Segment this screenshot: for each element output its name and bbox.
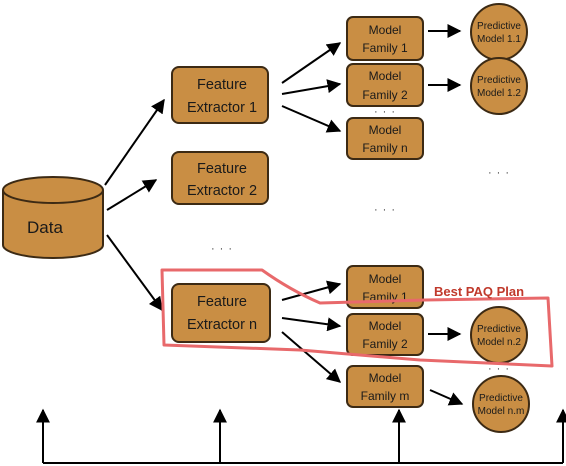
predictive-model-1-2: Predictive Model 1.2 xyxy=(470,57,528,115)
ellipsis-middle: · · · xyxy=(374,204,396,216)
arrow-data-to-fe1 xyxy=(104,98,165,186)
arrow-fe1-to-mf1 xyxy=(281,42,342,84)
arrow-fen-to-mf2 xyxy=(281,317,342,332)
data-node: Data xyxy=(2,176,104,259)
pm12-line2: Model 1.2 xyxy=(477,88,521,99)
arrow-data-to-fe2 xyxy=(106,179,158,211)
mfb2-line1: Model xyxy=(369,319,402,333)
mfbm-line2: Family m xyxy=(361,389,410,403)
mfb2-line2: Family 2 xyxy=(362,337,408,351)
pmnm-line2: Model n.m xyxy=(478,406,525,417)
fen-line2: Extractor n xyxy=(187,317,257,333)
model-family-top-2: Model Family 2 xyxy=(346,63,424,107)
fe2-line1: Feature xyxy=(197,161,247,177)
pm12-line1: Predictive xyxy=(477,75,521,86)
arrow-fen-to-mfm xyxy=(281,331,342,383)
pmnm-line1: Predictive xyxy=(479,393,523,404)
model-family-top-n: Model Family n xyxy=(346,117,424,160)
mft2-line1: Model xyxy=(369,69,402,83)
predictive-model-n-2: Predictive Model n.2 xyxy=(470,306,528,364)
pmn2-line1: Predictive xyxy=(477,324,521,335)
data-label: Data xyxy=(27,218,63,237)
fe1-line2: Extractor 1 xyxy=(187,100,257,116)
arrow-mfm-to-pmnm xyxy=(429,389,464,406)
ellipsis-top-models: · · · xyxy=(488,167,510,179)
feature-extractor-n: Feature Extractor n xyxy=(171,283,271,343)
model-family-bottom-2: Model Family 2 xyxy=(346,313,424,356)
mft2-line2: Family 2 xyxy=(362,88,408,102)
best-plan-label: Best PAQ Plan xyxy=(434,284,524,299)
fe1-to-family-arrows xyxy=(281,42,342,133)
fen-line1: Feature xyxy=(197,294,247,310)
data-to-extractor-arrows xyxy=(104,98,165,312)
best-plan-highlight xyxy=(160,268,554,368)
pm11-line2: Model 1.1 xyxy=(477,34,521,45)
predictive-model-n-m: Predictive Model n.m xyxy=(472,375,530,433)
family-to-model-arrows xyxy=(428,24,464,406)
ellipsis-top-families: · · · xyxy=(374,106,396,118)
mft1-line2: Family 1 xyxy=(362,41,408,55)
feature-extractor-1: Feature Extractor 1 xyxy=(171,66,269,124)
feature-extractor-2: Feature Extractor 2 xyxy=(171,151,269,205)
mfbm-line1: Model xyxy=(369,371,402,385)
arrow-fe1-to-mf2 xyxy=(281,79,342,95)
ellipsis-extractors: · · · xyxy=(211,243,233,255)
mftn-line2: Family n xyxy=(362,141,407,155)
model-family-bottom-m: Model Family m xyxy=(346,365,424,408)
ellipsis-bottom-models: · · · xyxy=(488,363,510,375)
pm11-line1: Predictive xyxy=(477,21,521,32)
model-family-top-1: Model Family 1 xyxy=(346,16,424,61)
mft1-line1: Model xyxy=(369,23,402,37)
pmn2-line2: Model n.2 xyxy=(477,337,521,348)
arrow-data-to-fen xyxy=(106,234,163,312)
arrow-fe1-to-mfn xyxy=(281,105,342,133)
mfb1-line1: Model xyxy=(369,272,402,286)
mftn-line1: Model xyxy=(369,123,402,137)
fe2-line2: Extractor 2 xyxy=(187,183,257,199)
fe1-line1: Feature xyxy=(197,77,247,93)
fen-to-family-arrows xyxy=(281,280,342,383)
arrow-fen-to-mf1 xyxy=(281,280,342,301)
predictive-model-1-1: Predictive Model 1.1 xyxy=(470,3,528,61)
feedback-lines xyxy=(36,408,566,464)
